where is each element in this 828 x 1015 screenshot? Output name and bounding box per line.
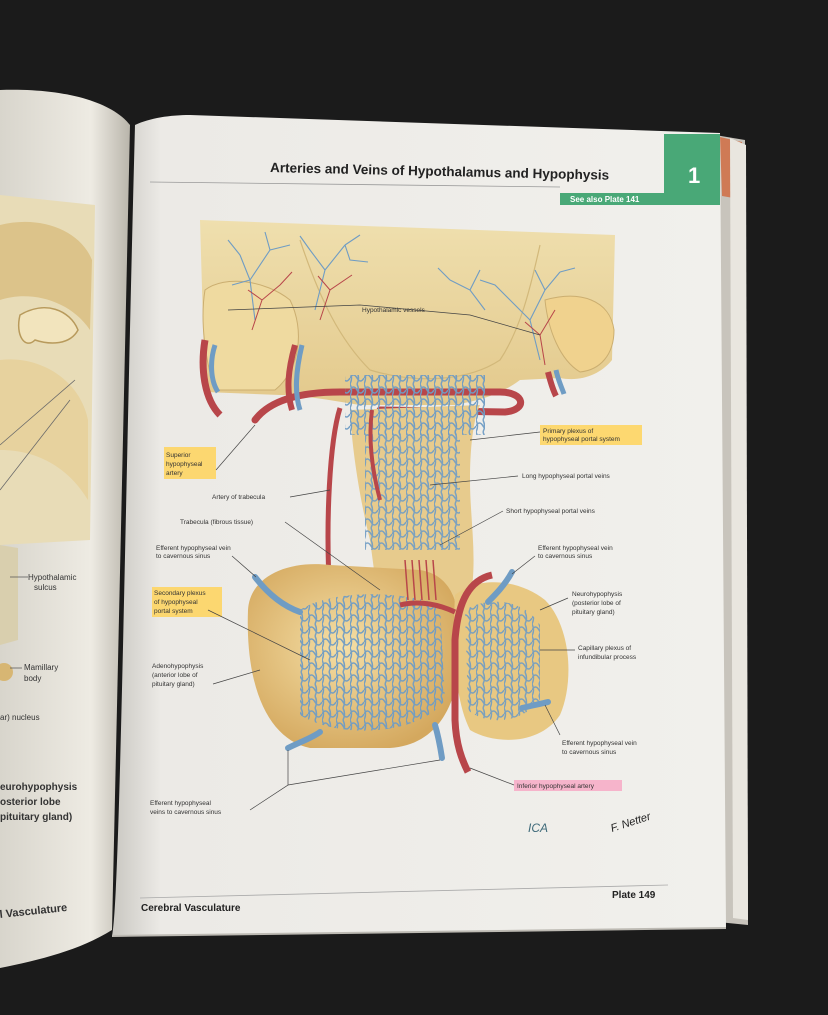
label-efferent-left: Efferent hypophyseal vein — [156, 545, 231, 552]
footer-plate-number: Plate 149 — [612, 890, 656, 901]
label-efferent-right: Efferent hypophyseal vein — [538, 545, 613, 552]
highlight-superior — [164, 447, 216, 479]
left-label-mamillary: Mamillary — [24, 663, 58, 672]
label-capillary-plexus-2: infundibular process — [578, 654, 637, 661]
label-efferent-bottom: Efferent hypophyseal — [150, 800, 212, 807]
label-superior-2: hypophyseal — [166, 461, 203, 468]
label-primary-plexus: Primary plexus of — [543, 428, 593, 435]
anatomical-illustration — [199, 220, 615, 774]
label-efferent-low-right-2: to cavernous sinus — [562, 749, 617, 756]
see-also-text: See also Plate 141 — [570, 195, 640, 204]
label-secondary-plexus-3: portal system — [154, 608, 193, 615]
label-superior: Superior — [166, 452, 191, 459]
label-secondary-plexus: Secondary plexus — [154, 590, 206, 597]
label-efferent-low-right: Efferent hypophyseal vein — [562, 740, 637, 747]
left-label-sulcus: sulcus — [34, 583, 57, 592]
footer-section: Cerebral Vasculature — [141, 903, 241, 914]
label-adenohypophysis-3: pituitary gland) — [152, 681, 195, 688]
label-neurohypophysis: Neurohypophysis — [572, 591, 623, 598]
see-also-bar — [560, 193, 720, 205]
label-efferent-right-2: to cavernous sinus — [538, 553, 593, 560]
left-label-pituitary: pituitary gland) — [0, 812, 72, 823]
highlight-secondary — [152, 587, 222, 617]
label-adenohypophysis-2: (anterior lobe of — [152, 672, 198, 679]
label-capillary-plexus: Capillary plexus of — [578, 645, 631, 652]
chapter-number: 1 — [688, 163, 700, 188]
label-inferior-hypophyseal: Inferior hypophyseal artery — [517, 783, 595, 790]
label-primary-plexus-2: hypophyseal portal system — [543, 436, 620, 443]
label-short-portal-veins: Short hypophyseal portal veins — [506, 508, 596, 515]
left-label-posterior-lobe: osterior lobe — [0, 797, 61, 808]
handwritten-note: ICA — [528, 821, 548, 835]
label-efferent-bottom-2: veins to cavernous sinus — [150, 809, 222, 816]
label-superior-3: artery — [166, 470, 183, 477]
highlight-primary — [540, 425, 642, 445]
label-neurohypophysis-2: (posterior lobe of — [572, 600, 621, 607]
highlight-inferior — [514, 780, 622, 791]
label-hypothalamic-vessels: Hypothalamic vessels — [362, 307, 426, 314]
left-label-neurohypophysis: eurohypophysis — [0, 782, 78, 793]
left-page-labels: Hypothalamic sulcus Mamillary body ar) n… — [0, 573, 78, 921]
label-secondary-plexus-2: of hypophyseal — [154, 599, 198, 606]
diagram-labels: Hypothalamic vessels Primary plexus of h… — [150, 307, 637, 816]
leader-lines — [207, 304, 575, 811]
label-artery-trabecula: Artery of trabecula — [212, 494, 265, 501]
label-neurohypophysis-3: pituitary gland) — [572, 609, 615, 616]
left-label-hypothalamic: Hypothalamic — [28, 573, 76, 582]
label-adenohypophysis: Adenohypophysis — [152, 663, 204, 670]
label-trabecula: Trabecula (fibrous tissue) — [180, 519, 253, 526]
left-label-body: body — [24, 674, 41, 683]
chapter-tab — [664, 134, 720, 196]
left-label-nucleus: ar) nucleus — [0, 713, 40, 722]
label-efferent-left-2: to cavernous sinus — [156, 553, 211, 560]
label-long-portal-veins: Long hypophyseal portal veins — [522, 473, 611, 480]
